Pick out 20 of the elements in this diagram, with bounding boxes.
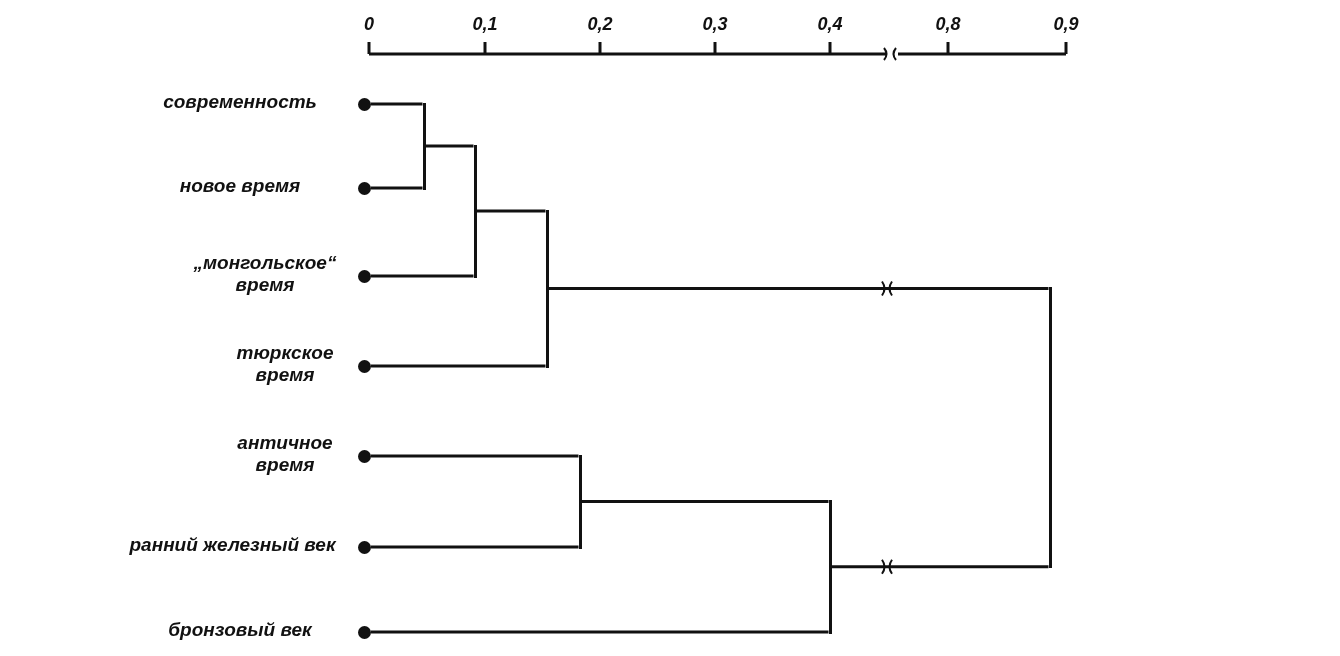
period-label: бронзовый век <box>167 619 313 641</box>
period-label: „монгольское“ время <box>192 252 338 296</box>
tick-label: 0,8 <box>935 14 961 35</box>
junction-bar <box>1048 287 1052 569</box>
junction-bar <box>473 144 477 278</box>
tick-label: 0,9 <box>1053 14 1079 35</box>
tick-label: 0 <box>364 14 374 35</box>
tick-label: 0,1 <box>472 14 498 35</box>
period-label: современность <box>162 91 318 113</box>
tick-label: 0,3 <box>702 14 728 35</box>
junction-bar <box>422 102 426 190</box>
junction-bar <box>578 454 582 549</box>
period-label: новое время <box>178 175 302 197</box>
junction-bar <box>828 500 832 634</box>
tick-label: 0,2 <box>587 14 613 35</box>
junction-bar <box>545 209 549 368</box>
period-label: античное время <box>236 432 334 476</box>
tick-label: 0,4 <box>817 14 843 35</box>
period-label: тюркское время <box>235 342 335 386</box>
period-label: ранний железный век <box>128 534 337 556</box>
